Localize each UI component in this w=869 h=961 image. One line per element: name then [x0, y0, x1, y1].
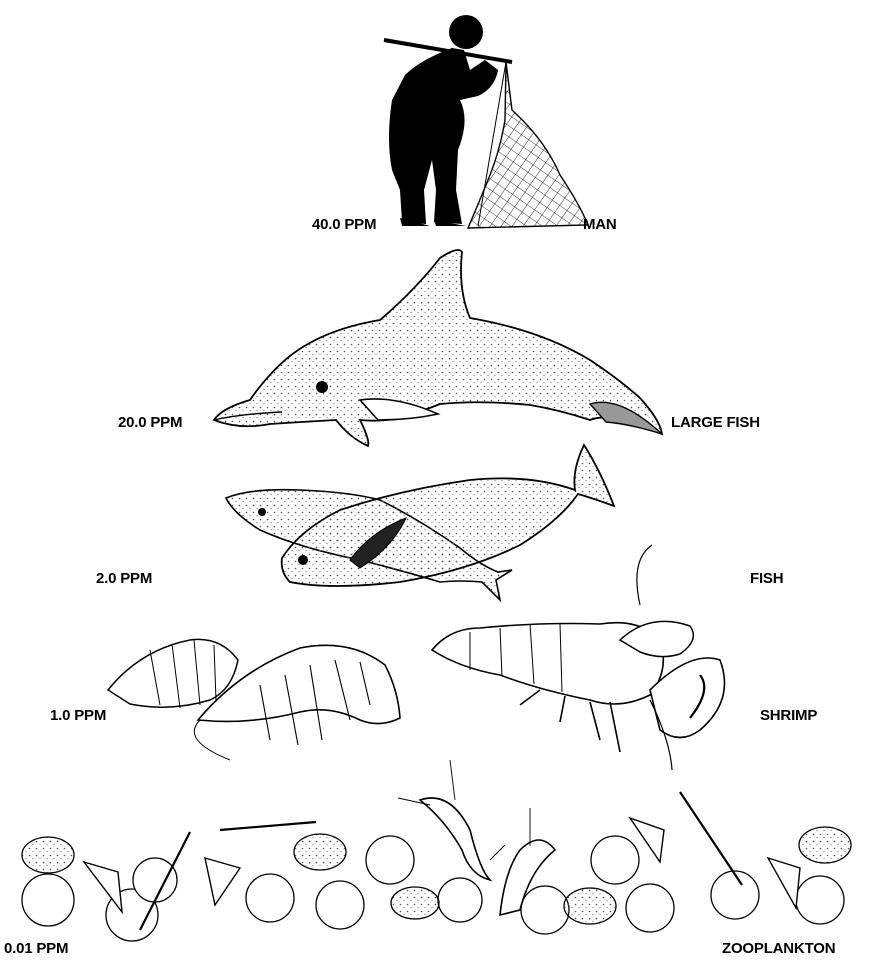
- ppm-label-large-fish: 20.0 PPM: [118, 414, 182, 431]
- fish-figure: [226, 445, 614, 600]
- organism-label-shrimp: SHRIMP: [760, 707, 817, 724]
- organism-label-man: MAN: [583, 216, 617, 233]
- organism-label-fish: FISH: [750, 570, 783, 587]
- organism-label-large-fish: LARGE FISH: [671, 414, 760, 431]
- ppm-label-zooplankton: 0.01 PPM: [4, 940, 68, 957]
- organism-label-zooplankton: ZOOPLANKTON: [722, 940, 835, 957]
- ppm-label-shrimp: 1.0 PPM: [50, 707, 106, 724]
- ppm-label-man: 40.0 PPM: [312, 216, 376, 233]
- dolphin-figure: [214, 250, 662, 446]
- zooplankton-figure: [22, 760, 851, 941]
- shrimp-figure: [108, 639, 400, 760]
- ppm-label-fish: 2.0 PPM: [96, 570, 152, 587]
